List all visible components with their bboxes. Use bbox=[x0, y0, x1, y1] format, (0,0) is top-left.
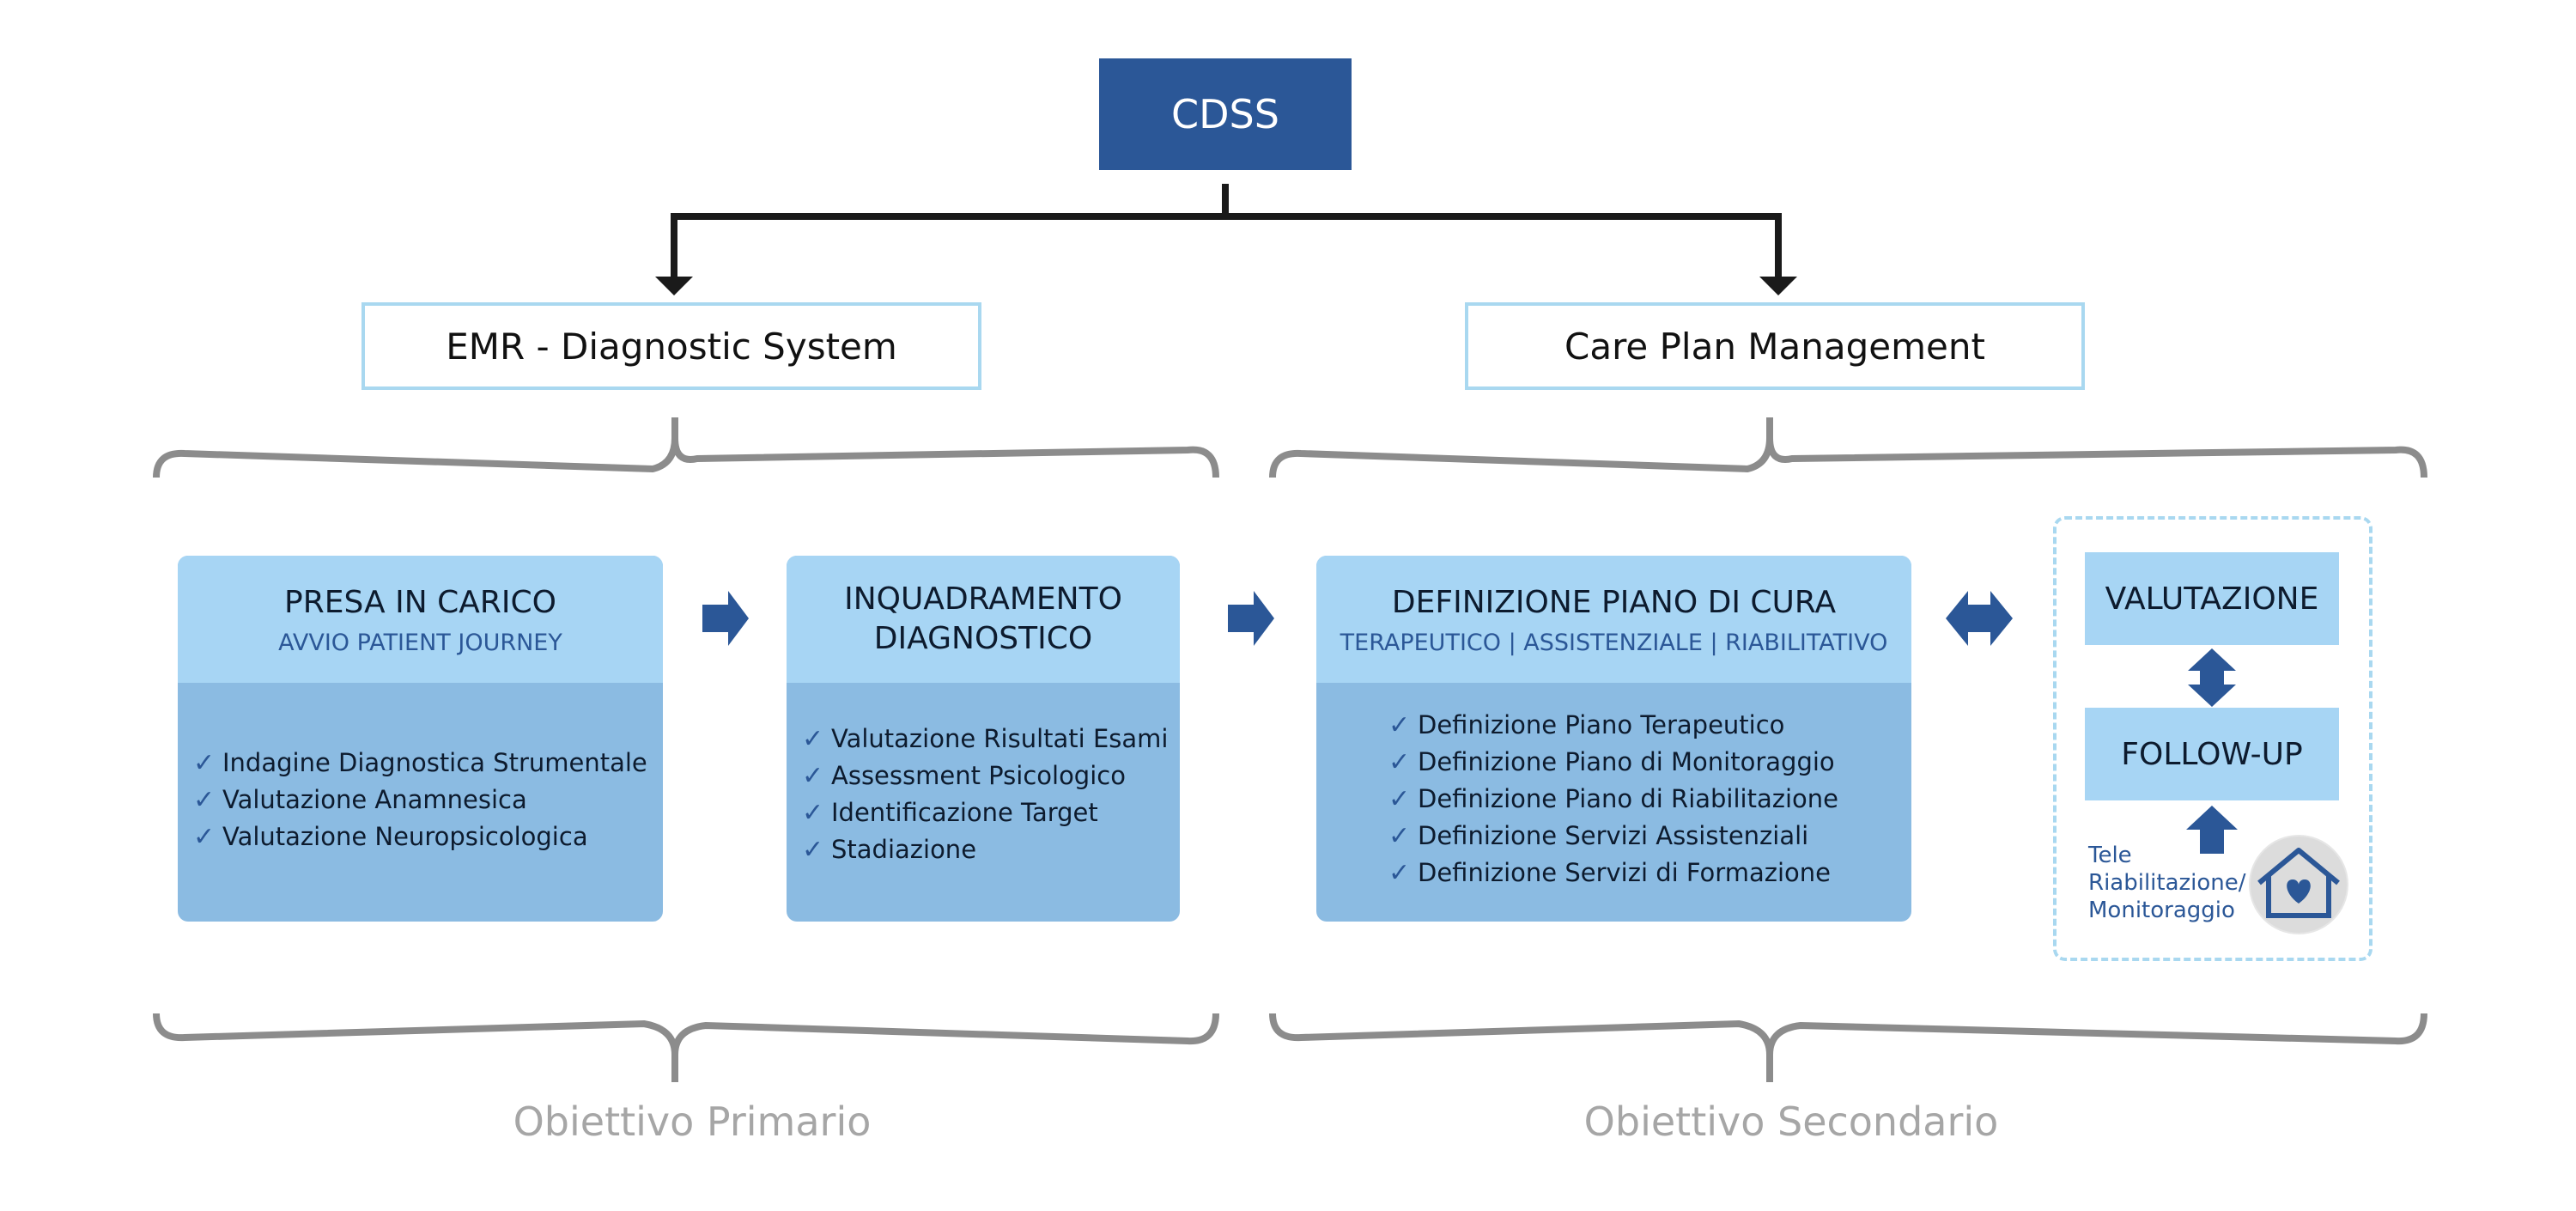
card-title: DEFINIZIONE PIANO DI CURA bbox=[1391, 584, 1837, 620]
brace-bottom-right bbox=[1269, 1013, 2427, 1082]
brace-top-left bbox=[153, 417, 1219, 478]
card-title-line: INQUADRAMENTO bbox=[844, 581, 1122, 617]
list-item: ✓Valutazione Risultati Esami bbox=[802, 721, 1180, 758]
goal-primary-label: Obiettivo Primario bbox=[513, 1098, 872, 1145]
card-presa-in-carico: PRESA IN CARICO AVVIO PATIENT JOURNEY ✓I… bbox=[178, 556, 663, 922]
arrow-right-icon bbox=[702, 591, 749, 646]
list-item: ✓Definizione Servizi Assistenziali bbox=[1388, 818, 1911, 855]
checkmark-icon: ✓ bbox=[193, 785, 216, 815]
checkmark-icon: ✓ bbox=[802, 835, 824, 865]
checkmark-icon: ✓ bbox=[193, 822, 216, 852]
checkmark-icon: ✓ bbox=[193, 748, 216, 778]
brace-bottom-left bbox=[153, 1013, 1219, 1082]
goal-secondary-label: Obiettivo Secondario bbox=[1583, 1098, 1999, 1145]
checkmark-icon: ✓ bbox=[802, 798, 824, 828]
tree-connector bbox=[671, 184, 1782, 283]
list-item: ✓Identificazione Target bbox=[802, 794, 1180, 831]
checkmark-icon: ✓ bbox=[802, 724, 824, 754]
card-definizione-piano-di-cura: DEFINIZIONE PIANO DI CURA TERAPEUTICO | … bbox=[1316, 556, 1911, 922]
arrow-down-icon bbox=[1759, 277, 1797, 295]
checkmark-icon: ✓ bbox=[1388, 858, 1411, 888]
arrow-down-icon bbox=[655, 277, 693, 295]
card-subtitle: AVVIO PATIENT JOURNEY bbox=[278, 629, 562, 656]
list-item: ✓Assessment Psicologico bbox=[802, 758, 1180, 794]
list-item: ✓Definizione Piano Terapeutico bbox=[1388, 707, 1911, 744]
care-plan-management-box: Care Plan Management bbox=[1465, 302, 2085, 390]
list-item: ✓Stadiazione bbox=[802, 831, 1180, 868]
list-item: ✓Definizione Piano di Riabilitazione bbox=[1388, 781, 1911, 818]
card-subtitle: TERAPEUTICO | ASSISTENZIALE | RIABILITAT… bbox=[1340, 629, 1888, 656]
follow-up-label: FOLLOW-UP bbox=[2121, 736, 2303, 772]
cdss-box: CDSS bbox=[1099, 58, 1352, 170]
follow-up-box: FOLLOW-UP bbox=[2085, 708, 2339, 800]
home-heart-icon bbox=[2249, 835, 2348, 934]
valutazione-label: VALUTAZIONE bbox=[2105, 581, 2319, 617]
list-item: ✓Indagine Diagnostica Strumentale bbox=[193, 745, 663, 782]
list-item: ✓Valutazione Neuropsicologica bbox=[193, 818, 663, 855]
valutazione-box: VALUTAZIONE bbox=[2085, 552, 2339, 645]
list-item: ✓Definizione Servizi di Formazione bbox=[1388, 855, 1911, 892]
care-plan-management-label: Care Plan Management bbox=[1564, 325, 1985, 368]
double-arrow-vertical-icon bbox=[2188, 648, 2236, 707]
card-list: ✓Definizione Piano Terapeutico ✓Definizi… bbox=[1316, 683, 1911, 892]
checkmark-icon: ✓ bbox=[1388, 784, 1411, 814]
card-title-line: DIAGNOSTICO bbox=[873, 621, 1093, 656]
card-inquadramento-diagnostico: INQUADRAMENTO DIAGNOSTICO ✓Valutazione R… bbox=[787, 556, 1180, 922]
follow-up-panel bbox=[2053, 516, 2372, 961]
card-list: ✓Valutazione Risultati Esami ✓Assessment… bbox=[787, 683, 1180, 868]
list-item: ✓Valutazione Anamnesica bbox=[193, 782, 663, 818]
cdss-label: CDSS bbox=[1171, 91, 1279, 137]
double-arrow-horizontal-icon bbox=[1946, 591, 2013, 646]
card-title: PRESA IN CARICO bbox=[284, 584, 556, 620]
checkmark-icon: ✓ bbox=[802, 761, 824, 791]
checkmark-icon: ✓ bbox=[1388, 710, 1411, 740]
card-header: PRESA IN CARICO AVVIO PATIENT JOURNEY bbox=[178, 556, 663, 683]
list-item: ✓Definizione Piano di Monitoraggio bbox=[1388, 744, 1911, 781]
emr-system-label: EMR - Diagnostic System bbox=[446, 325, 897, 368]
card-header: DEFINIZIONE PIANO DI CURA TERAPEUTICO | … bbox=[1316, 556, 1911, 683]
card-list: ✓Indagine Diagnostica Strumentale ✓Valut… bbox=[178, 683, 663, 855]
brace-top-right bbox=[1269, 417, 2427, 478]
checkmark-icon: ✓ bbox=[1388, 747, 1411, 777]
card-header: INQUADRAMENTO DIAGNOSTICO bbox=[787, 556, 1180, 683]
tele-monitoring-label: Tele Riabilitazione/ Monitoraggio bbox=[2088, 843, 2246, 923]
checkmark-icon: ✓ bbox=[1388, 821, 1411, 851]
emr-system-box: EMR - Diagnostic System bbox=[361, 302, 981, 390]
arrow-right-icon bbox=[1228, 591, 1274, 646]
arrow-up-icon bbox=[2186, 806, 2238, 854]
